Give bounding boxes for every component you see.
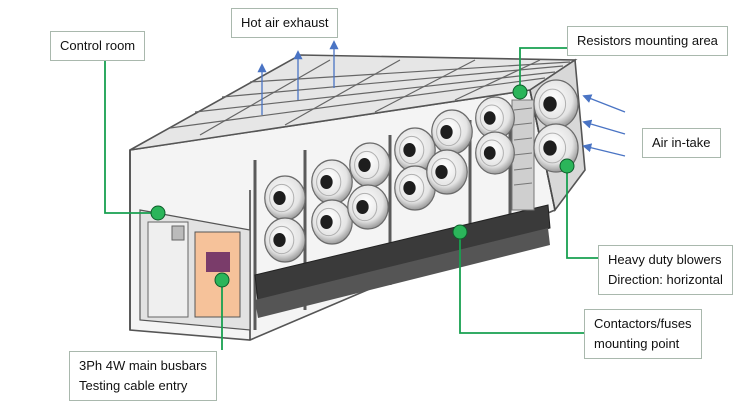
marker-busbars	[214, 272, 230, 288]
blower-fan	[311, 199, 353, 245]
air-intake-arrows	[582, 94, 626, 157]
callout-air-intake: Air in-take	[642, 128, 721, 158]
callout-busbars: 3Ph 4W main busbars Testing cable entry	[69, 351, 217, 401]
control-room-panel	[139, 209, 251, 331]
intake-arrow	[582, 119, 626, 135]
blower-fan	[394, 165, 436, 211]
leader-blowers	[566, 168, 598, 259]
label-contactors: Contactors/fuses	[594, 316, 692, 331]
label-hot-air-exhaust: Hot air exhaust	[241, 15, 329, 30]
blower-fan	[533, 79, 579, 129]
cable-entry-plate	[206, 252, 230, 272]
label-blowers-direction: Direction: horizontal	[608, 272, 723, 287]
marker-blowers	[559, 158, 575, 174]
label-mounting-point: mounting point	[594, 336, 680, 351]
blower-fan	[311, 159, 353, 205]
marker-resistors	[512, 84, 528, 100]
callout-hot-air-exhaust: Hot air exhaust	[231, 8, 339, 38]
blower-fan	[431, 109, 473, 155]
leader-resistors	[519, 47, 568, 92]
marker-contactors	[452, 224, 468, 240]
roof-slats	[169, 59, 571, 136]
leader-lines	[104, 47, 598, 350]
callout-resistors: Resistors mounting area	[567, 26, 728, 56]
contactor-rack	[254, 204, 551, 318]
blower-fan	[426, 149, 468, 195]
blower-fans	[264, 79, 579, 263]
hot-air-arrows	[257, 40, 339, 115]
label-cable-entry: Testing cable entry	[79, 378, 188, 393]
label-resistors: Resistors mounting area	[577, 33, 718, 48]
callout-control-room: Control room	[50, 31, 146, 61]
leader-contactors	[459, 232, 584, 334]
label-air-intake: Air in-take	[652, 135, 711, 150]
blower-fan	[264, 217, 306, 263]
blower-fan	[264, 175, 306, 221]
label-control-room: Control room	[60, 38, 136, 53]
resistor-grille	[511, 99, 535, 211]
leader-control-room	[104, 55, 158, 214]
blower-fan	[347, 184, 389, 230]
blower-fan	[394, 127, 436, 173]
label-blowers: Heavy duty blowers	[608, 252, 722, 267]
blower-fan	[475, 96, 515, 140]
markers	[150, 84, 575, 288]
blower-fan	[349, 142, 391, 188]
intake-arrow	[582, 94, 626, 113]
callout-blowers: Heavy duty blowers Direction: horizontal	[598, 245, 733, 295]
label-busbars: 3Ph 4W main busbars	[79, 358, 207, 373]
marker-control-room	[150, 205, 166, 221]
blower-fan	[475, 131, 515, 175]
callout-contactors: Contactors/fuses mounting point	[584, 309, 702, 359]
intake-arrow	[582, 143, 626, 157]
